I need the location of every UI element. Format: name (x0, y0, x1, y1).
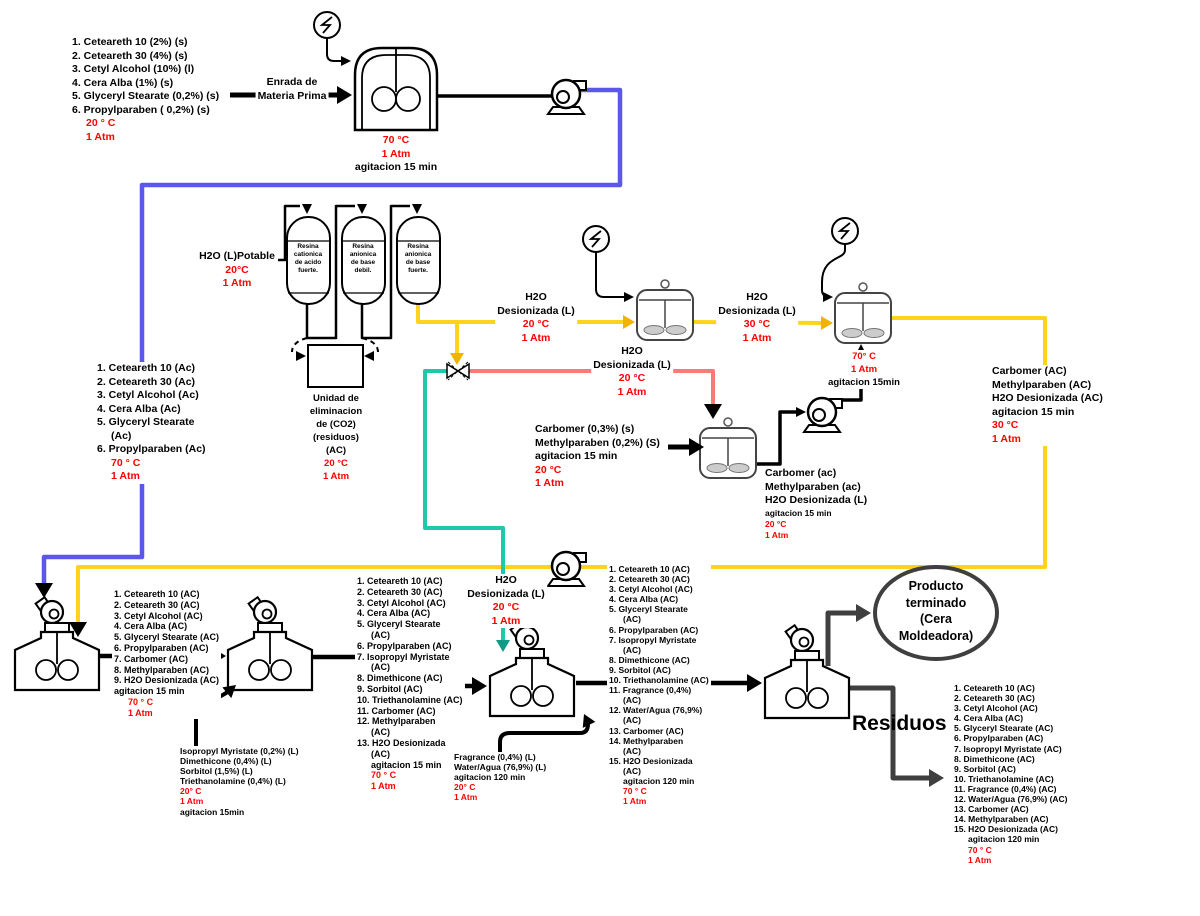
product-terminal (873, 565, 999, 661)
glass-reactor-1 (636, 279, 694, 341)
pump-icon-2 (802, 396, 844, 434)
pump-icon-1 (546, 78, 588, 116)
carbomer-feed-label: Carbomer (0,3%) (s)Methylparaben (0,2%) … (533, 423, 662, 491)
resin-column-anionic-weak (341, 216, 386, 305)
mixing-tank-1 (353, 46, 439, 132)
left-ingredient-list: 1. Ceteareth 10 (Ac)2. Ceteareth 30 (Ac)… (95, 362, 208, 484)
stream-list-b: 1. Ceteareth 10 (AC)2. Ceteareth 30 (AC)… (355, 576, 465, 792)
carbomer-mixer (699, 417, 757, 479)
temperature-indicator-icon-2 (582, 225, 610, 253)
residuos-label: Residuos (852, 712, 947, 735)
raw-materials-list: 1. Ceteareth 10 (2%) (s)2. Ceteareth 30 … (70, 36, 222, 144)
blend-vessel-d (763, 624, 851, 720)
teal-water-line (423, 369, 505, 644)
temperature-indicator-icon-1 (313, 11, 341, 39)
isopropyl-feed-label: Isopropyl Myristate (0,2%) (L)Dimethicon… (178, 746, 301, 817)
valve-icon (446, 361, 470, 381)
pump-icon-3 (546, 550, 588, 588)
stream-list-c: 1. Ceteareth 10 (AC)2. Ceteareth 30 (AC)… (607, 564, 711, 807)
salmon-water-line (469, 369, 715, 410)
blend-vessel-a (13, 596, 101, 692)
fragrance-feed-label: Fragrance (0,4%) (L)Water/Agua (76,9%) (… (452, 752, 549, 803)
gray-product-lines (825, 610, 936, 781)
temperature-indicator-icon-3 (831, 217, 859, 245)
stream-list-a: 1. Ceteareth 10 (AC)2. Ceteareth 30 (AC)… (112, 589, 222, 719)
resin-column-cationic (286, 216, 331, 305)
resin-column-anionic-strong (396, 216, 441, 305)
co2-removal-unit (307, 344, 364, 388)
blue-stream-line (41, 87, 623, 589)
stream-list-d: 1. Ceteareth 10 (AC)2. Ceteareth 30 (AC)… (952, 683, 1070, 865)
blend-vessel-b (226, 596, 314, 692)
carbomer-stream-right-label: Carbomer (AC)Methylparaben (AC)H2O Desio… (990, 365, 1105, 446)
carbomer-out-label: Carbomer (ac)Methylparaben (ac)H2O Desio… (763, 467, 870, 541)
glass-reactor-2 (834, 282, 892, 344)
